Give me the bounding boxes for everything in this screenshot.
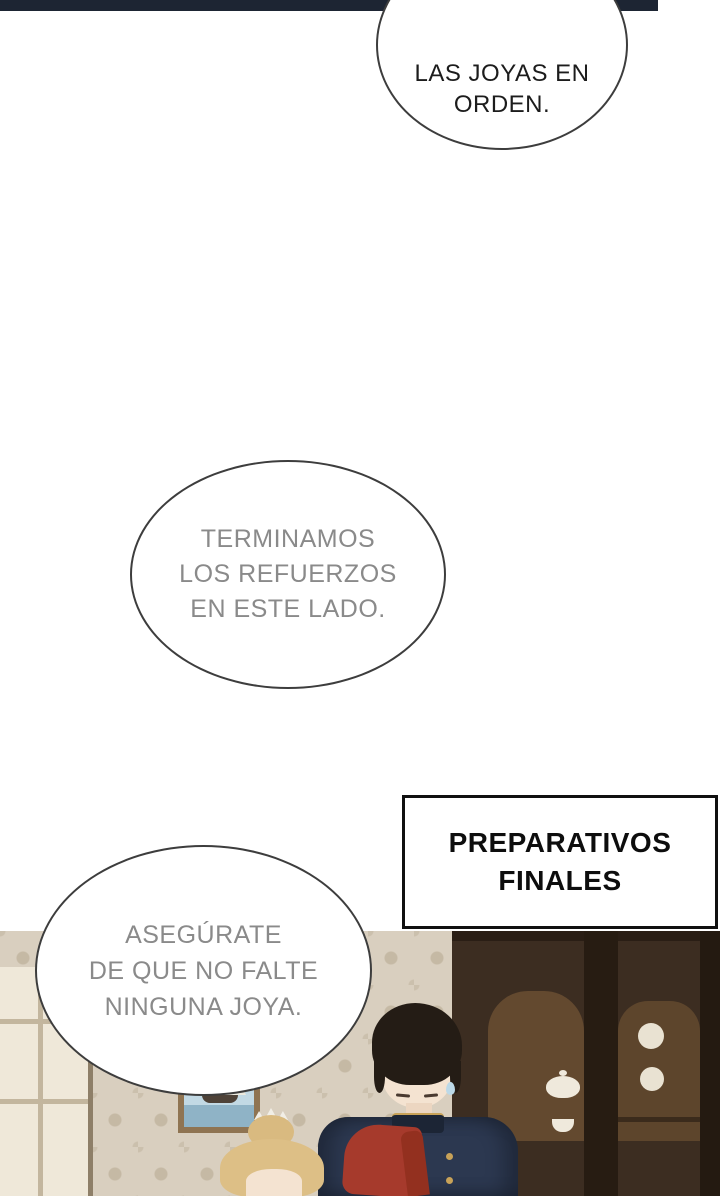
bubble-line: EN ESTE LADO. [190,595,386,623]
bubble-line: ASEGÚRATE [125,920,282,949]
caption-box: PREPARATIVOS FINALES [402,795,718,929]
speech-bubble-top: LAS JOYAS EN ORDEN. [376,0,628,150]
plate [638,1023,664,1049]
bubble-line: LAS JOYAS EN [414,60,590,87]
painting-ship-hull [202,1095,238,1103]
china-cabinet [452,931,720,1196]
woman-character [212,1108,332,1196]
plate [640,1067,664,1091]
uniform-button [446,1177,453,1184]
man-hair-lock [450,1061,461,1093]
shelf-line [618,1117,700,1122]
teacup [552,1119,574,1132]
caption-line: PREPARATIVOS [448,827,672,858]
cabinet-edge [700,931,720,1196]
bubble-line: LOS REFUERZOS [179,560,397,588]
painting-sea [184,1105,254,1127]
bubble-line: DE QUE NO FALTE [88,956,319,985]
caption-line: FINALES [498,865,622,896]
uniform-button [446,1153,453,1160]
man-character [318,1003,518,1196]
bubble-line: NINGUNA JOYA. [104,992,303,1021]
man-hair-lock [374,1061,385,1093]
speech-bubble-middle: TERMINAMOS LOS REFUERZOS EN ESTE LADO. [130,460,446,689]
speech-bubble-left: ASEGÚRATE DE QUE NO FALTE NINGUNA JOYA. [35,845,372,1096]
window-mullion [0,1019,88,1024]
bubble-line: TERMINAMOS [200,525,376,553]
window-mullion [38,967,43,1196]
bubble-line: ORDEN. [453,91,551,118]
woman-face [246,1169,302,1196]
cabinet-shelf-left [488,991,584,1141]
window-mullion [0,1099,88,1104]
panel-top-edge [0,0,658,11]
sweat-drop [446,1082,455,1095]
cabinet-shelf-right [618,1001,700,1141]
man-hair [372,1003,462,1085]
teapot [546,1070,580,1098]
cabinet-divider [584,931,618,1196]
